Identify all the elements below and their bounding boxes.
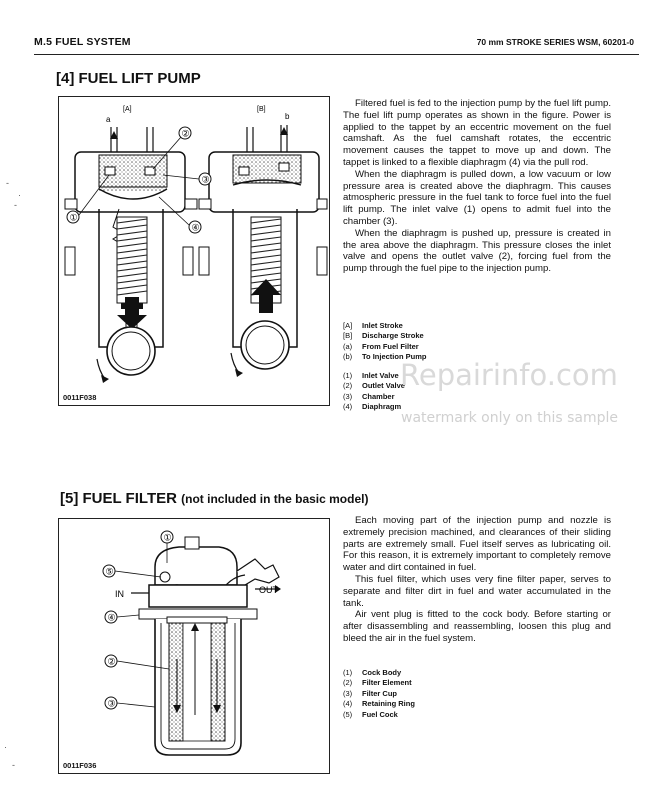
legend-text: Filter Cup bbox=[362, 688, 397, 698]
fuel-filter-paragraph-1: Each moving part of the injection pump a… bbox=[343, 515, 611, 574]
fuel-filter-figure-code: 0011F036 bbox=[63, 761, 97, 770]
legend-item: (4) Diaphragm bbox=[343, 402, 405, 412]
legend-text: Cock Body bbox=[362, 668, 402, 677]
legend-item: (2) Outlet Valve bbox=[343, 381, 405, 391]
fuel-filter-title: [5] FUEL FILTER (not included in the bas… bbox=[60, 490, 368, 507]
legend-key: (3) bbox=[343, 688, 353, 698]
callout-1: ① bbox=[164, 533, 172, 543]
legend-key: (a) bbox=[343, 341, 353, 351]
legend-text: Chamber bbox=[362, 391, 395, 401]
legend-item: [B] Discharge Stroke bbox=[343, 331, 426, 341]
legend-key: [A] bbox=[343, 321, 353, 330]
callout-1: ① bbox=[70, 213, 78, 223]
legend-text: Inlet Valve bbox=[362, 371, 399, 380]
legend-key: (1) bbox=[343, 371, 353, 380]
legend-item: (a) From Fuel Filter bbox=[343, 342, 426, 352]
legend-item: (1) Cock Body bbox=[343, 668, 415, 678]
legend-text: From Fuel Filter bbox=[362, 341, 419, 351]
fuel-filter-subtitle: (not included in the basic model) bbox=[181, 492, 369, 506]
fuel-filter-text: Each moving part of the injection pump a… bbox=[343, 515, 611, 645]
legend-key: (3) bbox=[343, 391, 353, 401]
callout-3: ③ bbox=[108, 699, 116, 709]
legend-text: Inlet Stroke bbox=[362, 321, 403, 330]
legend-key: (4) bbox=[343, 699, 353, 709]
legend-key: (b) bbox=[343, 352, 353, 362]
callout-2: ② bbox=[108, 657, 116, 667]
legend-key: (1) bbox=[343, 668, 353, 677]
callout-5: ⑤ bbox=[106, 567, 114, 577]
lift-pump-title: [4] FUEL LIFT PUMP bbox=[56, 70, 201, 87]
margin-mark: · bbox=[18, 190, 21, 200]
legend-key: [B] bbox=[343, 331, 353, 341]
legend-text: To Injection Pump bbox=[362, 352, 427, 362]
legend-key: (2) bbox=[343, 381, 353, 391]
lift-pump-legend-letters: [A] Inlet Stroke [B] Discharge Stroke (a) F… bbox=[343, 321, 426, 363]
lift-pump-legend-numbers: (1) Inlet Valve (2) Outlet Valve (3) Chambe… bbox=[343, 371, 405, 413]
legend-key: (2) bbox=[343, 678, 353, 688]
lift-pump-figure-code: 0011F038 bbox=[63, 393, 97, 402]
legend-item: (3) Chamber bbox=[343, 392, 405, 402]
fuel-filter-diagram: IN OUT ① ⑤ ④ ② ③ bbox=[102, 530, 281, 756]
lift-pump-paragraph-1: Filtered fuel is fed to the injection pu… bbox=[343, 98, 611, 168]
margin-mark: - bbox=[6, 178, 9, 188]
margin-mark: - bbox=[12, 760, 15, 770]
fuel-filter-paragraph-2: This fuel filter, which uses very fine f… bbox=[343, 573, 611, 609]
legend-key: (5) bbox=[343, 709, 353, 719]
lift-pump-text: Filtered fuel is fed to the injection pu… bbox=[343, 98, 611, 275]
fuel-filter-figure: IN OUT ① ⑤ ④ ② ③ 0011F036 bbox=[58, 518, 330, 774]
lift-pump-figure: [A] [B] a b bbox=[58, 96, 330, 406]
label-out: OUT bbox=[259, 585, 279, 595]
legend-text: Outlet Valve bbox=[362, 381, 405, 391]
fuel-filter-title-main: [5] FUEL FILTER bbox=[60, 490, 177, 507]
legend-text: Retaining Ring bbox=[362, 699, 415, 709]
lift-pump-paragraph-3: When the diaphragm is pushed up, pressur… bbox=[343, 227, 611, 275]
legend-item: (b) To Injection Pump bbox=[343, 352, 426, 362]
watermark-site: Repairinfo.com bbox=[400, 358, 618, 392]
watermark-note: watermark only on this sample bbox=[401, 410, 619, 426]
legend-text: Diaphragm bbox=[362, 402, 402, 412]
margin-mark: - bbox=[14, 200, 17, 210]
section-header: M.5 FUEL SYSTEM bbox=[34, 36, 131, 48]
margin-mark: · bbox=[4, 742, 7, 752]
legend-text: Fuel Cock bbox=[362, 709, 398, 719]
label-b: b bbox=[285, 112, 290, 121]
legend-text: Discharge Stroke bbox=[362, 331, 424, 341]
lift-pump-diagram: [A] [B] a b bbox=[64, 106, 328, 383]
legend-item: (5) Fuel Cock bbox=[343, 710, 415, 720]
callout-4: ④ bbox=[108, 613, 116, 623]
lift-pump-paragraph-2: When the diaphragm is pulled down, a low… bbox=[343, 168, 611, 227]
page-header: M.5 FUEL SYSTEM 70 mm STROKE SERIES WSM,… bbox=[34, 36, 634, 54]
pump-a bbox=[64, 127, 198, 383]
legend-item: (1) Inlet Valve bbox=[343, 371, 405, 381]
legend-item: (3) Filter Cup bbox=[343, 689, 415, 699]
label-B: [B] bbox=[257, 106, 266, 113]
label-in: IN bbox=[115, 589, 124, 599]
callout-4: ④ bbox=[192, 223, 200, 233]
callout-2: ② bbox=[182, 129, 190, 139]
pump-b bbox=[198, 125, 328, 377]
legend-item: (4) Retaining Ring bbox=[343, 699, 415, 709]
legend-item: [A] Inlet Stroke bbox=[343, 321, 426, 331]
series-header: 70 mm STROKE SERIES WSM, 60201-0 bbox=[476, 37, 634, 47]
label-A: [A] bbox=[123, 106, 132, 113]
callout-3: ③ bbox=[202, 175, 210, 185]
legend-key: (4) bbox=[343, 402, 353, 412]
label-a: a bbox=[106, 115, 111, 124]
legend-item: (2) Filter Element bbox=[343, 678, 415, 688]
header-rule bbox=[34, 54, 639, 55]
fuel-filter-paragraph-3: Air vent plug is fitted to the cock body… bbox=[343, 609, 611, 644]
fuel-filter-legend: (1) Cock Body (2) Filter Element (3) Filter… bbox=[343, 668, 415, 720]
legend-text: Filter Element bbox=[362, 678, 412, 688]
